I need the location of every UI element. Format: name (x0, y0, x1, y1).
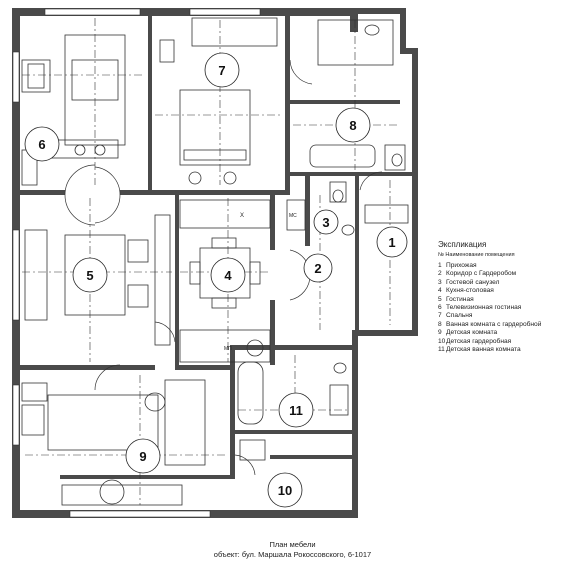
room-marker-7: 7 (218, 63, 225, 78)
plan-caption: План мебели объект: бул. Маршала Рокоссо… (0, 540, 565, 560)
caption-address: объект: бул. Маршала Рокоссовского, 6-10… (213, 550, 372, 559)
legend-title: Экспликация (438, 240, 487, 249)
floor-plan: Х МС МП 1 2 3 4 5 6 7 8 9 10 11 (12, 8, 418, 518)
windows (12, 8, 261, 518)
caption-title: План мебели (269, 540, 316, 549)
legend-item: 10Детская гардеробная (438, 337, 512, 345)
furniture (21, 17, 409, 506)
microwave-label: МП (224, 346, 232, 352)
room-marker-9: 9 (139, 449, 146, 464)
washer-label: МС (289, 213, 297, 219)
legend-header: № Наименование помещения (438, 252, 515, 258)
interior-walls (20, 16, 412, 479)
room-marker-4: 4 (224, 268, 232, 283)
room-markers: 1 2 3 4 5 6 7 8 9 10 11 (24, 52, 408, 508)
doors (64, 59, 383, 476)
room-marker-8: 8 (349, 118, 356, 133)
room-marker-6: 6 (38, 137, 45, 152)
room-marker-3: 3 (322, 215, 329, 230)
room-marker-11: 11 (289, 403, 303, 418)
kitchen-label: Х (240, 213, 244, 219)
legend-item: 11Детская ванная комната (438, 346, 521, 354)
room-marker-5: 5 (86, 268, 93, 283)
room-marker-1: 1 (388, 235, 395, 250)
room-marker-10: 10 (278, 483, 292, 498)
room-marker-2: 2 (314, 261, 321, 276)
